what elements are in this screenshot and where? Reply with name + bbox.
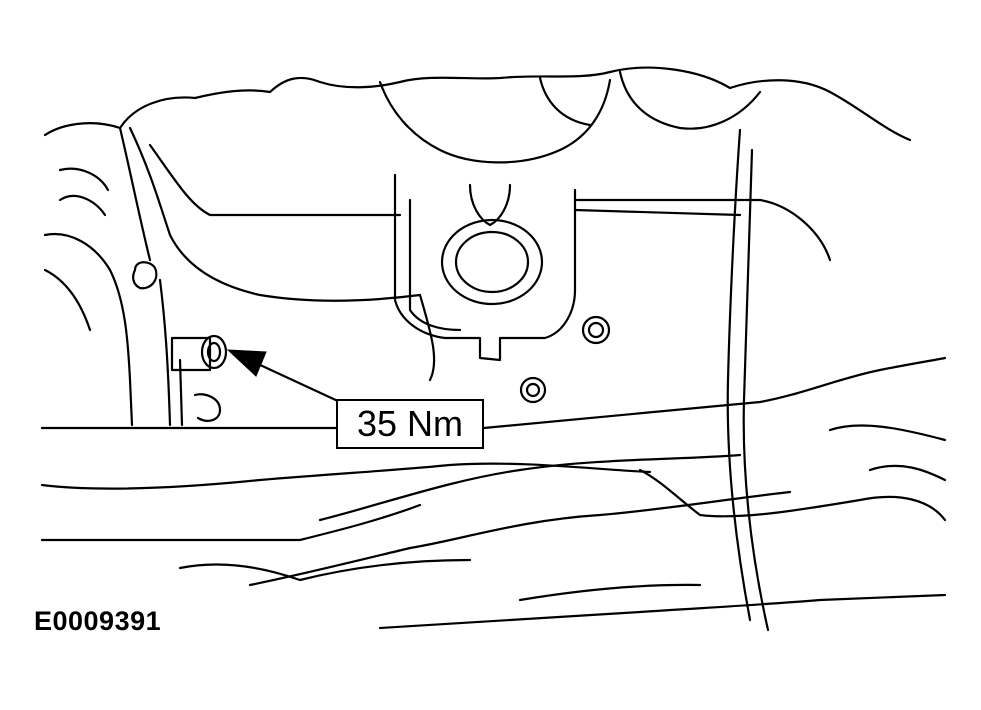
torque-callout: 35 Nm [336,399,484,449]
cable-harness [726,128,770,632]
torque-label: 35 Nm [356,403,464,444]
bolt-fastener [170,334,228,422]
figure-id-label: E0009391 [34,606,162,636]
mount-holes [132,261,611,404]
arrow-head [226,349,267,377]
oil-pan-casting [393,173,832,382]
torque-arrow [226,349,342,404]
subframe-crossmember [40,356,947,630]
left-bracket [43,167,184,427]
casting-bore [440,218,544,306]
engine-block-outline [43,66,912,302]
